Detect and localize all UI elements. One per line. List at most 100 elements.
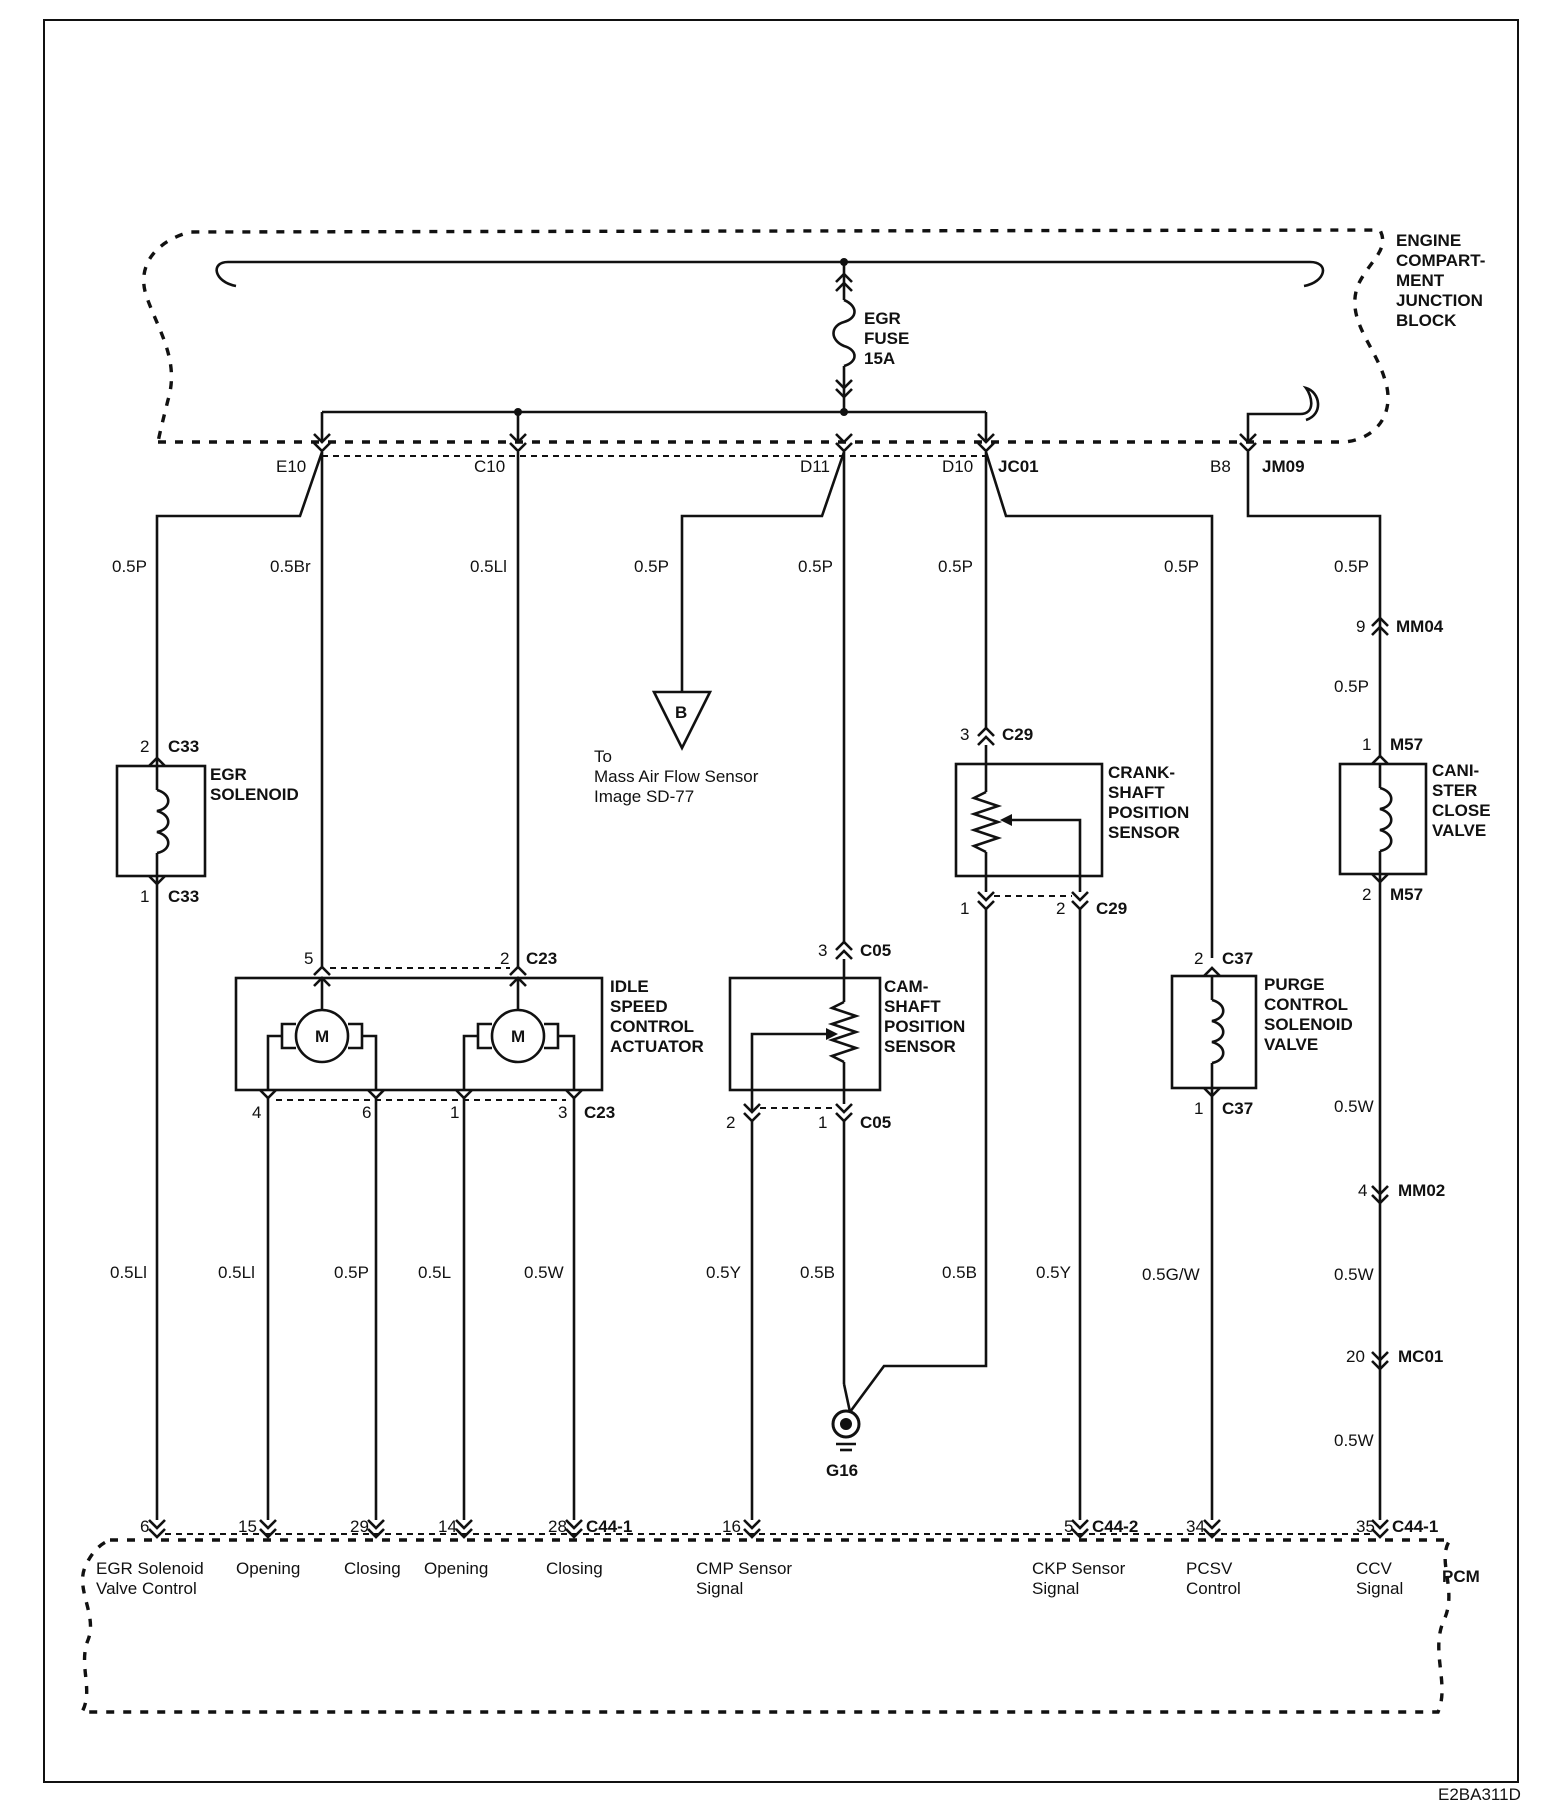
mm02-label: MM02 xyxy=(1398,1181,1445,1200)
cmp-label-3: POSITION xyxy=(884,1017,965,1036)
canister-coil-icon xyxy=(1379,786,1393,853)
canister-pin-bottom: 2 xyxy=(1362,885,1371,904)
egr-sol-conn-label-bottom: C33 xyxy=(168,887,199,906)
pcm-pin-29-icon xyxy=(367,1519,385,1539)
isc-conn-label-bottom: C23 xyxy=(584,1103,615,1122)
ckp-label-3: POSITION xyxy=(1108,803,1189,822)
connector-e10-icon xyxy=(313,433,331,453)
egr-solenoid-coil-icon xyxy=(156,788,170,855)
pcm-pin-14: 14 xyxy=(438,1517,457,1536)
ground-icon-center xyxy=(840,1418,852,1430)
cmp-conn-label-top: C05 xyxy=(860,941,891,960)
pcm-pin-16-icon xyxy=(743,1519,761,1539)
isc-label-1: IDLE xyxy=(610,977,649,996)
isc-label-3: CONTROL xyxy=(610,1017,694,1036)
pcm-label: PCM xyxy=(1442,1567,1480,1586)
pcm-pin-35-icon xyxy=(1371,1519,1389,1539)
isc-label-2: SPEED xyxy=(610,997,668,1016)
egr-sol-conn-label-top: C33 xyxy=(168,737,199,756)
purge-label-3: SOLENOID xyxy=(1264,1015,1353,1034)
egr-sol-pin-top: 2 xyxy=(140,737,149,756)
bus-bar-right-end xyxy=(1303,260,1325,288)
pcm-sig-pcsv-2: Control xyxy=(1186,1579,1241,1598)
pcm-pin-35: 35 xyxy=(1356,1517,1375,1536)
canister-label-1: CANI- xyxy=(1432,761,1479,780)
wire-label-mm04: 0.5P xyxy=(1334,677,1369,696)
wire-label-b8-feed: 0.5P xyxy=(1334,557,1369,576)
wire-label-mm02-mc01: 0.5W xyxy=(1334,1265,1374,1284)
pcm-sig-cmp-1: CMP Sensor xyxy=(696,1559,792,1578)
pcm-sig-close-2: Closing xyxy=(546,1559,603,1578)
pcm-sig-ccv-1: CCV xyxy=(1356,1559,1393,1578)
ground-label: G16 xyxy=(826,1461,858,1480)
egr-fuse-icon xyxy=(832,298,856,368)
pcm-pin-15: 15 xyxy=(238,1517,257,1536)
ckp-sensor: 3 C29 1 2 C29 CRANK- SHAFT POSITION SENS… xyxy=(848,725,1189,1520)
ckp-resistor-icon xyxy=(969,790,1003,854)
pcm-sig-close-1: Closing xyxy=(344,1559,401,1578)
ckp-conn-sig xyxy=(1071,891,1089,911)
offpage-line-1: To xyxy=(594,747,612,766)
connector-d11-icon xyxy=(835,433,853,453)
wire-egr-sol-feed xyxy=(155,451,324,750)
wire-label-egr-sol-bottom: 0.5Ll xyxy=(110,1263,147,1282)
wire-label-d11: 0.5P xyxy=(798,557,833,576)
offpage-triangle xyxy=(651,690,713,751)
pcm-pin-6: 6 xyxy=(140,1517,149,1536)
isc-pin-4: 4 xyxy=(252,1103,261,1122)
cmp-sensor: 3 C05 2 1 C05 CAM- SHAFT POSITION SENSOR… xyxy=(706,940,965,1520)
isc-label-4: ACTUATOR xyxy=(610,1037,704,1056)
mm02-icon xyxy=(1371,1185,1389,1205)
wire-label-ckp-signal: 0.5Y xyxy=(1036,1263,1071,1282)
cmp-pin-sig: 2 xyxy=(726,1113,735,1132)
diagram-frame xyxy=(43,19,1519,1783)
wire-label-isc-1: 0.5L xyxy=(418,1263,451,1282)
jb-label-2: COMPART- xyxy=(1396,251,1485,270)
ckp-wiper-arrow xyxy=(1000,814,1012,826)
fuse-label-3: 15A xyxy=(864,349,895,368)
b8-feed xyxy=(1246,385,1320,442)
wire-ckp-ground xyxy=(848,909,988,1413)
purge-box xyxy=(1170,974,1258,1090)
wire-label-isc-3: 0.5W xyxy=(524,1263,564,1282)
isc-pin-6: 6 xyxy=(362,1103,371,1122)
pcm-sig-egr-1: EGR Solenoid xyxy=(96,1559,204,1578)
purge-conn-bottom xyxy=(1203,1087,1221,1098)
offpage-line-2: Mass Air Flow Sensor xyxy=(594,767,759,786)
wire-purge-feed xyxy=(984,451,1214,958)
pcm-conn-c: C44-1 xyxy=(1392,1517,1438,1536)
pcm-sig-egr-2: Valve Control xyxy=(96,1579,197,1598)
pcm-pin-28: 28 xyxy=(548,1517,567,1536)
ckp-conn-top xyxy=(977,726,995,746)
pcm-pin-15-icon xyxy=(259,1519,277,1539)
isc-conn-5 xyxy=(313,965,331,976)
connector-d10-icon xyxy=(977,433,995,453)
fuse-connector-bottom xyxy=(835,379,853,399)
offpage-line-3: Image SD-77 xyxy=(594,787,694,806)
egr-sol-label-2: SOLENOID xyxy=(210,785,299,804)
isc-motor-2-icon xyxy=(490,1008,546,1064)
power-wires: 0.5P 0.5Br 0.5Ll 0.5P 0.5P 0.5P 0.5P 0.5… xyxy=(112,451,1382,967)
wire-label-isc-4: 0.5Ll xyxy=(218,1263,255,1282)
wire-label-m57-mm02: 0.5W xyxy=(1334,1097,1374,1116)
isc-pin-1: 1 xyxy=(450,1103,459,1122)
mc01-label: MC01 xyxy=(1398,1347,1443,1366)
pcm-pin-5: 5 xyxy=(1064,1517,1073,1536)
pcm-pin-34-icon xyxy=(1203,1519,1221,1539)
canister-conn-top xyxy=(1371,754,1389,765)
purge-pin-top: 2 xyxy=(1194,949,1203,968)
cmp-conn-label-bottom: C05 xyxy=(860,1113,891,1132)
isc-pin-3: 3 xyxy=(558,1103,567,1122)
purge-label-1: PURGE xyxy=(1264,975,1324,994)
egr-solenoid-box xyxy=(115,764,207,878)
purge-label-2: CONTROL xyxy=(1264,995,1348,1014)
pcm-sig-ckp-2: Signal xyxy=(1032,1579,1079,1598)
fuse-connector-top xyxy=(835,272,853,292)
cmp-wiper-arrow xyxy=(826,1028,838,1040)
isc-m2-arrow xyxy=(509,976,527,987)
isc-m1-left-lead xyxy=(266,1034,282,1090)
connector-b8-icon xyxy=(1239,433,1257,453)
purge-conn-top xyxy=(1203,966,1221,977)
wire-to-b xyxy=(680,451,846,692)
